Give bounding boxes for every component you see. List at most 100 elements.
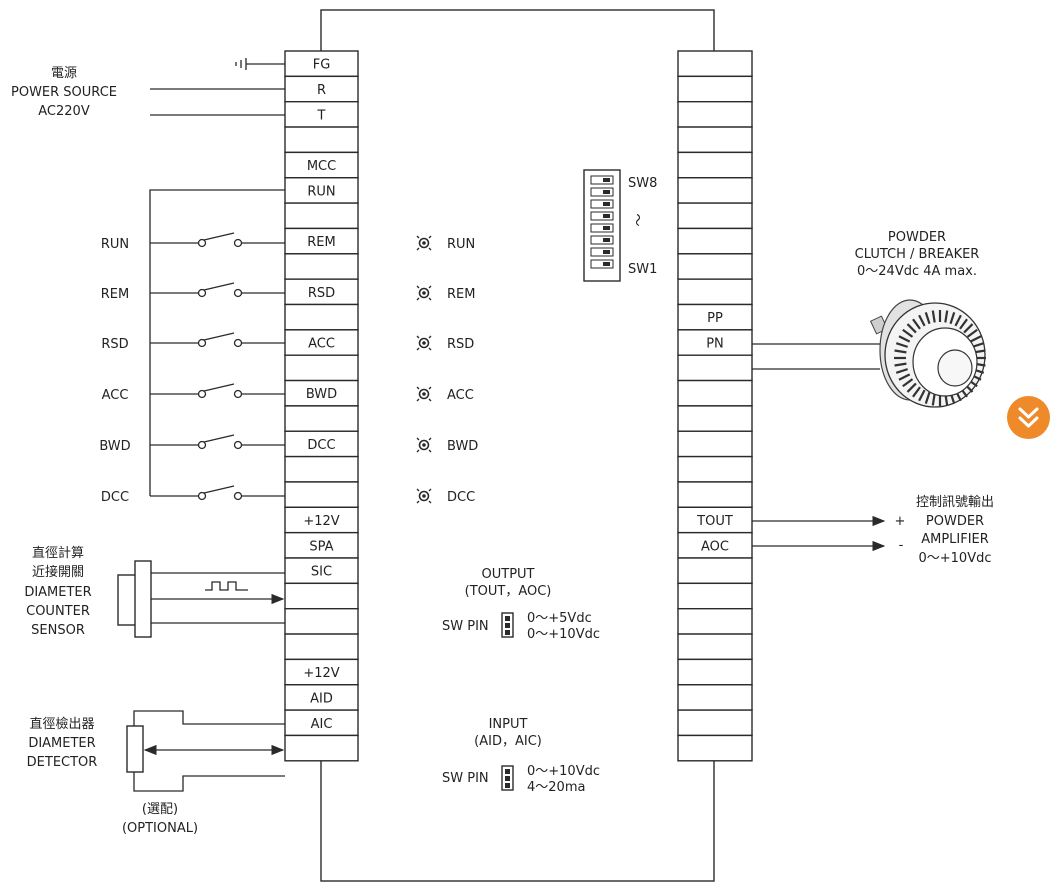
dip-slot xyxy=(590,235,614,245)
terminal-cell xyxy=(677,734,753,762)
terminal-cell xyxy=(677,379,753,407)
dip-slot xyxy=(590,211,614,221)
terminal-cell: TOUT xyxy=(677,506,753,534)
terminal-label: +12V xyxy=(303,666,339,681)
switch-contact-icon xyxy=(197,238,207,248)
controller-housing xyxy=(320,9,715,882)
switch-contact-icon xyxy=(233,440,243,450)
power-label-zh: 電源 xyxy=(51,66,77,81)
dip-switch-block: SW8 ～ SW1 xyxy=(583,169,657,282)
terminal-label: REM xyxy=(307,235,335,250)
switch-label: DCC xyxy=(101,490,129,505)
diameter-detector: 直徑檢出器 DIAMETER DETECTOR (選配) (OPTIONAL) xyxy=(27,710,285,836)
detector-optional-en: (OPTIONAL) xyxy=(122,821,198,836)
terminal-label: R xyxy=(317,83,326,98)
terminal-cell: T xyxy=(284,100,359,128)
terminal-label: AID xyxy=(310,691,333,706)
terminal-cell xyxy=(677,405,753,432)
sensor-zh-2: 近接開關 xyxy=(32,564,84,580)
terminal-cell: RSD xyxy=(284,278,359,306)
powder-clutch: POWDER CLUTCH / BREAKER 0～24Vdc 4A max. xyxy=(752,230,986,408)
output-sw-pin: SW PIN xyxy=(442,619,489,634)
terminal-cell xyxy=(677,455,753,483)
ground-icon xyxy=(235,58,247,70)
terminal-cell xyxy=(677,227,753,255)
terminal-cell xyxy=(284,633,359,661)
switch-bwd: BWD xyxy=(99,434,285,454)
terminal-cell: AOC xyxy=(677,531,753,559)
terminal-label: BWD xyxy=(306,387,337,402)
led-run: RUN xyxy=(416,235,475,252)
terminal-label: FG xyxy=(313,58,331,73)
led-label: BWD xyxy=(447,439,478,454)
terminal-cell xyxy=(677,684,753,711)
output-signal-zh: 控制訊號輸出 xyxy=(916,495,994,510)
terminal-cell: PN xyxy=(677,329,753,356)
detector-en-2: DETECTOR xyxy=(27,755,98,770)
dip-slot xyxy=(590,199,614,209)
terminal-label: DCC xyxy=(307,438,335,453)
diameter-counter-sensor: 直徑計算 近接開關 DIAMETER COUNTER SENSOR xyxy=(24,545,285,638)
double-chevron-down-icon xyxy=(1018,407,1039,428)
scroll-down-button[interactable] xyxy=(1007,396,1050,439)
terminal-cell: BWD xyxy=(284,379,359,407)
led-label: RUN xyxy=(447,237,475,252)
terminal-cell xyxy=(284,126,359,154)
terminal-label: RUN xyxy=(307,184,335,199)
switch-contact-icon xyxy=(197,491,207,501)
potentiometer-icon xyxy=(126,725,144,773)
terminal-cell xyxy=(677,100,753,128)
terminal-cell: AIC xyxy=(284,709,359,737)
terminal-cell xyxy=(677,481,753,509)
terminal-cell xyxy=(284,481,359,509)
powder-clutch-icon xyxy=(869,299,986,408)
terminal-label: PP xyxy=(707,311,723,326)
input-sw-pin: SW PIN xyxy=(442,771,489,786)
terminal-label: MCC xyxy=(307,159,336,174)
terminal-cell xyxy=(284,253,359,280)
led-icon xyxy=(416,335,432,351)
terminal-cell: AID xyxy=(284,684,359,711)
terminal-cell xyxy=(677,253,753,280)
detector-optional-zh: (選配) xyxy=(142,802,178,817)
sensor-en-1: DIAMETER xyxy=(24,585,91,600)
sensor-zh-1: 直徑計算 xyxy=(32,545,84,561)
led-icon xyxy=(416,386,432,402)
terminal-label: AIC xyxy=(311,717,333,732)
output-signal-3: 0～+10Vdc xyxy=(919,551,992,566)
terminal-cell: DCC xyxy=(284,430,359,458)
led-icon xyxy=(416,437,432,453)
terminal-cell: +12V xyxy=(284,658,359,686)
power-label-en: POWER SOURCE xyxy=(11,85,117,100)
terminal-cell xyxy=(677,177,753,204)
dip-slot xyxy=(590,259,614,269)
terminal-cell xyxy=(677,202,753,230)
switch-contact-icon xyxy=(197,389,207,399)
terminal-cell xyxy=(677,126,753,154)
dip-label-sw1: SW1 xyxy=(628,262,657,277)
led-label: REM xyxy=(447,287,475,302)
dip-slot xyxy=(590,247,614,257)
input-title-2: (AID，AIC) xyxy=(474,734,542,749)
clutch-label-3: 0～24Vdc 4A max. xyxy=(857,264,977,279)
led-acc: ACC xyxy=(416,386,474,403)
dip-slot xyxy=(590,175,614,185)
terminal-cell: +12V xyxy=(284,506,359,534)
switch-rem: REM xyxy=(101,282,285,302)
switch-contact-icon xyxy=(233,338,243,348)
power-voltage: AC220V xyxy=(38,104,90,119)
switch-acc: ACC xyxy=(102,383,285,403)
terminal-cell xyxy=(284,202,359,230)
terminal-cell: R xyxy=(284,75,359,103)
switch-contact-icon xyxy=(233,389,243,399)
terminal-cell xyxy=(677,557,753,585)
switch-label: ACC xyxy=(102,388,129,403)
detector-en-1: DIAMETER xyxy=(28,736,95,751)
proximity-sensor-icon xyxy=(117,560,152,638)
terminal-cell: PP xyxy=(677,303,753,331)
output-title-2: (TOUT，AOC) xyxy=(465,584,552,599)
